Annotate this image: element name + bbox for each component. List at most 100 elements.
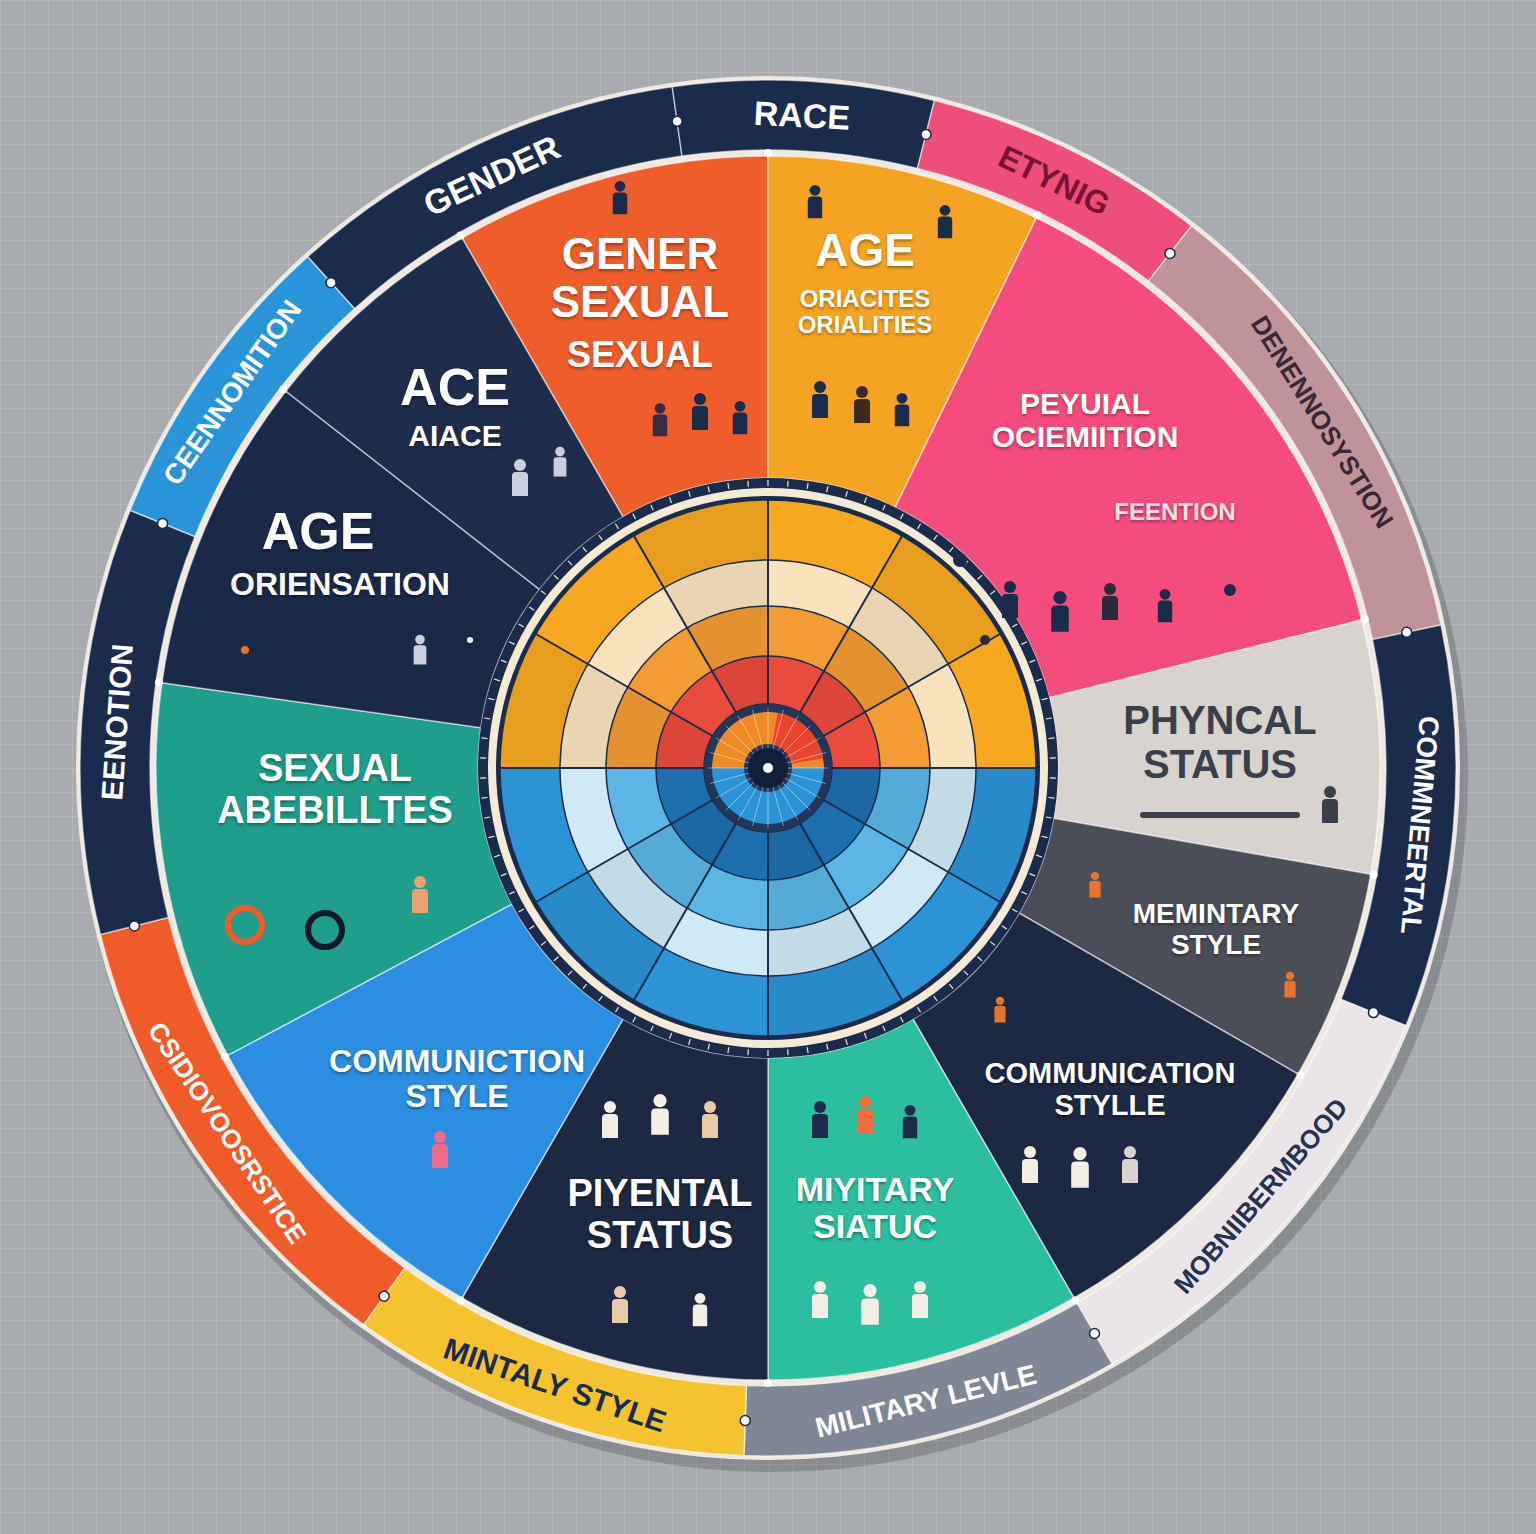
rim-tick	[1012, 624, 1017, 627]
rim-tick	[615, 1007, 618, 1012]
person-body	[733, 413, 747, 435]
boundary-dot	[1297, 1072, 1305, 1080]
person-icon	[512, 459, 528, 496]
wedge-label: MIYITARY SIATUC	[773, 1171, 978, 1246]
person-body	[1002, 594, 1018, 618]
person-body	[1071, 1161, 1089, 1187]
person-body	[702, 1114, 718, 1138]
rim-tick	[864, 1033, 866, 1039]
wedge-label: AIACE	[395, 419, 515, 452]
rim-tick	[1050, 777, 1056, 778]
rim-tick	[484, 817, 490, 818]
label-holder: MEMINTARY STYLE	[1121, 899, 1311, 961]
spot	[953, 553, 967, 567]
person-icon	[1051, 591, 1069, 632]
person-head	[694, 393, 706, 405]
person-icon	[857, 1096, 873, 1133]
rim-tick	[541, 591, 546, 595]
rim-tick	[1046, 817, 1052, 818]
label-holder: MIYITARY SIATUC	[773, 1171, 978, 1246]
person-icon	[733, 401, 747, 434]
boundary-dot	[1361, 615, 1369, 623]
person-icon	[554, 447, 567, 477]
rim-tick	[651, 505, 653, 510]
person-icon	[1089, 872, 1100, 898]
rim-tick	[484, 718, 490, 719]
person-icon	[653, 403, 667, 436]
rim-tick	[1002, 926, 1007, 929]
person-head	[1053, 591, 1066, 604]
wedge-label: PIYENTAL STATUS	[558, 1173, 763, 1257]
ring-label: RACE	[753, 95, 851, 137]
rim-tick	[1036, 679, 1042, 681]
wedge-label: MEMINTARY STYLE	[1121, 899, 1311, 961]
person-icon	[812, 1281, 828, 1318]
rim-tick	[494, 855, 500, 857]
rim-tick	[669, 1033, 671, 1039]
person-body	[938, 217, 952, 239]
spot	[241, 646, 249, 654]
rim-tick	[949, 547, 953, 552]
wedge-label: COMMUNICTION STYLE	[322, 1044, 592, 1114]
person-icon	[808, 185, 822, 218]
person-head	[856, 386, 868, 398]
target-spoke	[767, 832, 769, 1036]
person-icon	[1322, 786, 1338, 823]
rim-tick	[949, 984, 953, 989]
rim-tick	[1012, 909, 1017, 912]
person-body	[693, 1305, 707, 1327]
rim-tick	[489, 698, 495, 699]
person-body	[653, 415, 667, 437]
person-body	[554, 457, 567, 476]
rim-tick	[482, 737, 488, 739]
person-head	[996, 997, 1004, 1005]
target-spoke	[536, 634, 713, 736]
person-head	[615, 181, 626, 192]
person-icon	[613, 181, 627, 214]
boundary-dot	[457, 231, 465, 239]
person-body	[412, 889, 428, 913]
person-body	[903, 1117, 917, 1139]
rim-tick	[633, 514, 636, 519]
rim-tick	[727, 483, 729, 489]
person-head	[905, 1105, 916, 1116]
segment-fill	[768, 1019, 1074, 1380]
rim-tick	[1048, 737, 1054, 739]
target-spoke	[800, 823, 902, 1000]
person-head	[1324, 786, 1336, 798]
target-core	[704, 704, 832, 832]
boundary-dot	[921, 129, 931, 139]
person-head	[434, 1131, 446, 1143]
boundary-dot	[1072, 1297, 1080, 1305]
wedge-label: FEENTION	[1100, 499, 1250, 525]
rim-tick	[489, 836, 495, 837]
boundary-dot	[764, 149, 772, 157]
person-body	[1122, 1159, 1138, 1183]
boundary-dot	[1034, 211, 1042, 219]
boundary-dot	[1090, 1329, 1100, 1339]
boundary-dot	[279, 385, 287, 393]
person-head	[1004, 581, 1016, 593]
person-body	[512, 472, 528, 496]
segment-fill	[672, 80, 934, 168]
label-holder: SEXUAL	[540, 335, 740, 375]
person-head	[814, 1281, 826, 1293]
person-body	[1284, 981, 1295, 998]
boundary-dot	[158, 518, 168, 528]
boundary-dot	[129, 921, 139, 931]
rim-tick	[519, 624, 524, 627]
label-holder: GENER SEXUAL	[535, 230, 745, 327]
rim-tick	[787, 1049, 789, 1055]
rim-tick	[583, 984, 587, 989]
rim-tick	[519, 909, 524, 912]
person-head	[604, 1101, 616, 1113]
person-head	[704, 1101, 716, 1113]
rim-tick	[651, 1026, 653, 1031]
rim-tick	[615, 524, 618, 529]
person-icon	[412, 876, 428, 913]
rim-tick	[1042, 698, 1048, 699]
wedge-label: ORIACITES ORIALITIES	[785, 286, 945, 339]
target-spoke	[823, 634, 1000, 736]
rim-tick	[509, 892, 514, 895]
